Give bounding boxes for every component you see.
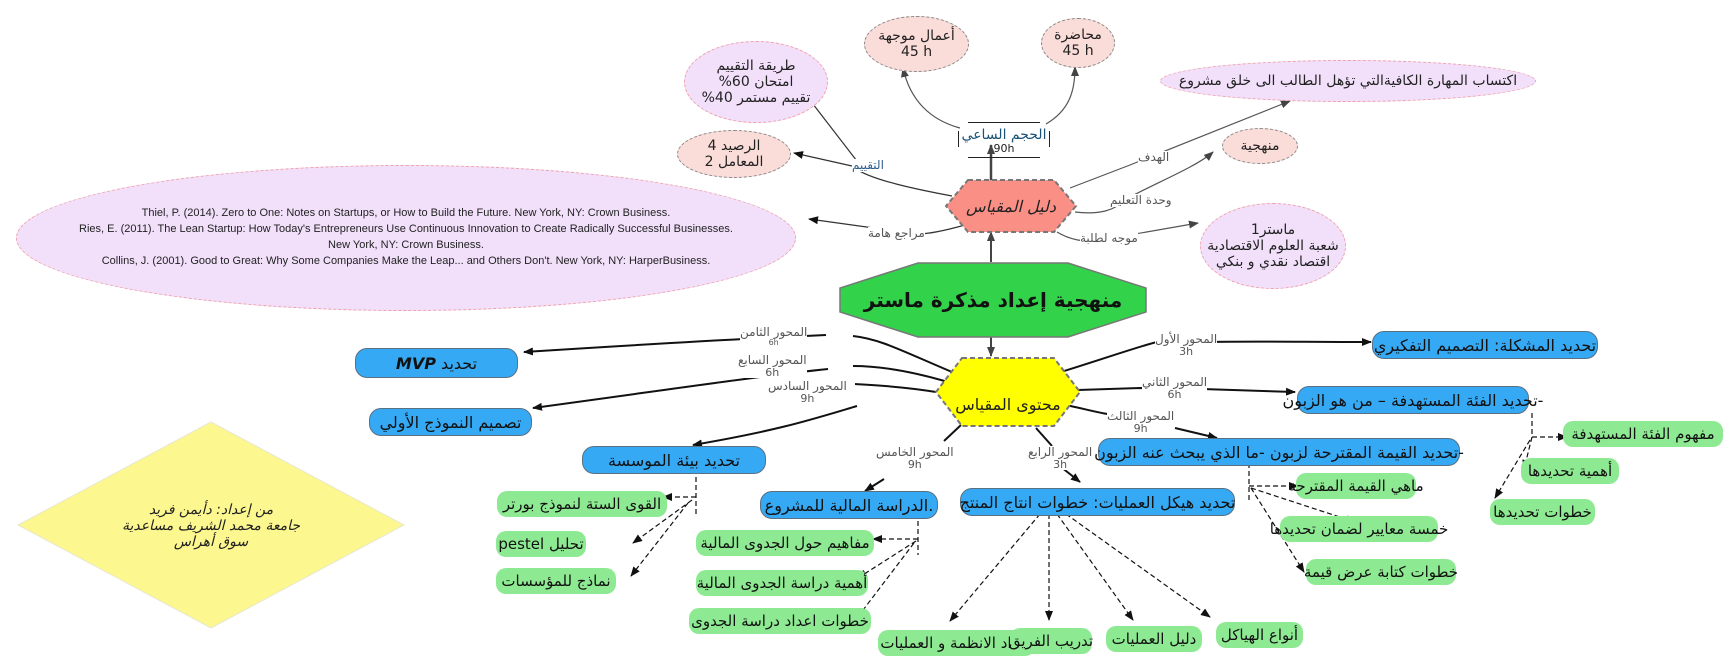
topic-axis-6[interactable]: تحديد بيئة الموسسة bbox=[582, 446, 766, 474]
subtopic-axis6-3[interactable]: نماذج للمؤسسات bbox=[496, 568, 616, 594]
edge-evaluation-to-method bbox=[805, 94, 861, 166]
edge-axis3-sub1 bbox=[1248, 463, 1298, 500]
volume-box[interactable]: الحجم الساعي 90h bbox=[958, 122, 1050, 158]
edge-axis6-sub1 bbox=[663, 477, 697, 514]
audience-specialty: اقتصاد نقدي و بنكي bbox=[1215, 254, 1331, 271]
references-node[interactable]: Thiel, P. (2014). Zero to One: Notes on … bbox=[16, 165, 796, 311]
guide-hexagon bbox=[944, 179, 1078, 233]
tutorial-title: أعمال موجهة bbox=[878, 27, 955, 44]
topic-axis-4[interactable]: تحديد هيكل العمليات: خطوات انتاج المنتج bbox=[960, 488, 1235, 516]
subtopic-axis6-2[interactable]: تحليل pestel bbox=[496, 531, 586, 557]
subtopic-axis5-2[interactable]: أهمية دراسة الجدوى المالية bbox=[696, 570, 868, 596]
author-name: من إعداد: دأيمن فريد bbox=[148, 501, 274, 518]
subtopic-axis4-4[interactable]: أنواع الهياكل bbox=[1216, 622, 1303, 648]
reference-item: Collins, J. (2001). Good to Great: Why S… bbox=[101, 254, 711, 267]
edge-label-evaluation: التقييم bbox=[852, 158, 884, 172]
subtopic-axis4-2[interactable]: تدريب الفريق bbox=[1009, 628, 1093, 654]
content-label[interactable]: محتوى المقياس bbox=[955, 394, 1061, 414]
author-diamond bbox=[16, 421, 406, 629]
edge-label-audience: موجه لطلبة bbox=[1080, 231, 1138, 245]
topic-axis-5[interactable]: .الدراسة المالية للمشروع bbox=[760, 491, 938, 519]
goal-text: اكتساب المهارة الكافيةالتي تؤهل الطالب ا… bbox=[1178, 73, 1518, 89]
credits-value: الرصيد 4 bbox=[707, 137, 761, 154]
author-university: جامعة محمد الشريف مساعدية bbox=[121, 517, 301, 534]
tutorial-node[interactable]: أعمال موجهة 45 h bbox=[864, 16, 969, 72]
reference-item: New York, NY: Crown Business. bbox=[328, 239, 484, 251]
reference-item: Ries, E. (2011). The Lean Startup: How T… bbox=[79, 223, 733, 236]
edge-evaluation-to-credits bbox=[793, 151, 853, 167]
tutorial-hours: 45 h bbox=[900, 44, 933, 60]
subtopic-axis4-1[interactable]: اعداد الانظمة و العمليات bbox=[878, 630, 1035, 656]
evaluation-method-node[interactable]: طريقة التقييم امتحان 60% تقييم مستمر 40% bbox=[684, 41, 828, 123]
edge-axis5-sub2 bbox=[857, 540, 917, 579]
edge-axis2-sub1 bbox=[1531, 413, 1568, 441]
lecture-title: محاضرة bbox=[1054, 26, 1102, 43]
mvp-bold: MVP bbox=[395, 353, 436, 373]
edge-guide-to-evaluation bbox=[854, 167, 953, 197]
subtopic-axis6-1[interactable]: القوى الستة لنموذج بورتر bbox=[497, 491, 667, 517]
edge-axis3-sub3 bbox=[1250, 487, 1305, 573]
subtopic-axis4-3[interactable]: دليل العمليات bbox=[1106, 626, 1202, 652]
unit-node[interactable]: منهجية bbox=[1222, 128, 1298, 164]
volume-hours: 90h bbox=[993, 141, 1015, 155]
edge-axis4-sub3 bbox=[1056, 513, 1134, 621]
subtopic-axis2-1[interactable]: مفهوم الفئة المستهدفة bbox=[1563, 421, 1723, 447]
edge-label-goal: الهدف bbox=[1138, 150, 1170, 164]
mvp-prefix: تحديد bbox=[441, 353, 478, 373]
lecture-node[interactable]: محاضرة 45 h bbox=[1041, 18, 1115, 68]
audience-node[interactable]: ماستر1 شعبة العلوم الاقتصادية اقتصاد نقد… bbox=[1200, 203, 1346, 289]
credits-node[interactable]: الرصيد 4 المعامل 2 bbox=[677, 130, 791, 178]
topic-axis-7[interactable]: تصميم النموذج الأولي bbox=[369, 408, 532, 436]
subtopic-axis3-3[interactable]: خطوات كتابة عرض قيمة bbox=[1304, 559, 1458, 585]
edge-axis4-sub1 bbox=[949, 513, 1041, 622]
content-hexagon bbox=[934, 357, 1082, 427]
topic-axis-1[interactable]: تحديد المشكلة: التصميم التفكيري bbox=[1372, 331, 1598, 359]
goal-node[interactable]: اكتساب المهارة الكافيةالتي تؤهل الطالب ا… bbox=[1160, 60, 1536, 102]
edge-volume-to-lecture bbox=[1045, 66, 1079, 125]
edge-axis6-sub2 bbox=[632, 499, 693, 544]
audience-branch: شعبة العلوم الاقتصادية bbox=[1207, 237, 1339, 254]
central-title[interactable]: منهجية إعداد مذكرة ماستر bbox=[863, 288, 1123, 312]
subtopic-axis3-1[interactable]: ماهي القيمة المقترحة bbox=[1288, 473, 1424, 499]
edge-volume-to-tutorial bbox=[901, 67, 961, 129]
edge-label-unit: وحدة التعليم bbox=[1110, 193, 1172, 207]
reference-item: Thiel, P. (2014). Zero to One: Notes on … bbox=[141, 207, 671, 220]
edge-axis-5 bbox=[865, 424, 962, 491]
audience-level: ماستر1 bbox=[1250, 221, 1296, 238]
author-city: سوق أهراس bbox=[173, 534, 249, 551]
edge-guide-to-goal bbox=[1069, 100, 1291, 189]
edge-label-references: مراجع هامة bbox=[868, 226, 925, 240]
topic-axis-8[interactable]: تحديد MVP bbox=[355, 348, 518, 378]
topic-axis-2[interactable]: -تحديد الفئة المستهدفة – من هو الزبون bbox=[1283, 386, 1543, 414]
edge-axis2-sub3 bbox=[1494, 439, 1531, 499]
coefficient-value: المعامل 2 bbox=[704, 154, 764, 170]
edge-axis5-sub1 bbox=[873, 521, 919, 555]
subtopic-axis5-1[interactable]: مفاهيم حول الجدوى المالية bbox=[696, 530, 874, 556]
edge-axis4-sub4 bbox=[1065, 513, 1211, 618]
subtopic-axis5-3[interactable]: خطوات اعداد دراسة الجدوى bbox=[689, 608, 871, 634]
subtopic-axis2-3[interactable]: خطوات تحديدها bbox=[1490, 499, 1595, 525]
volume-title: الحجم الساعي bbox=[961, 126, 1047, 143]
edge-axis-6 bbox=[693, 383, 937, 445]
evaluation-exam: امتحان 60% bbox=[718, 73, 794, 90]
author-credit: من إعداد: دأيمن فريد جامعة محمد الشريف م… bbox=[100, 490, 322, 562]
lecture-hours: 45 h bbox=[1062, 43, 1094, 59]
evaluation-continuous: تقييم مستمر 40% bbox=[701, 90, 811, 107]
subtopic-axis3-2[interactable]: خمسة معايير لضمان تحديدها bbox=[1270, 516, 1448, 542]
evaluation-method-title: طريقة التقييم bbox=[716, 57, 796, 74]
central-octagon bbox=[839, 262, 1147, 338]
topic-axis-3[interactable]: -تحديد القيمة المقترحة لزبون -ما الذي يب… bbox=[1094, 438, 1464, 466]
unit-text: منهجية bbox=[1240, 138, 1280, 154]
subtopic-axis2-2[interactable]: أهمية تحديدها bbox=[1521, 458, 1619, 484]
guide-label[interactable]: دليل المقياس bbox=[966, 196, 1056, 216]
